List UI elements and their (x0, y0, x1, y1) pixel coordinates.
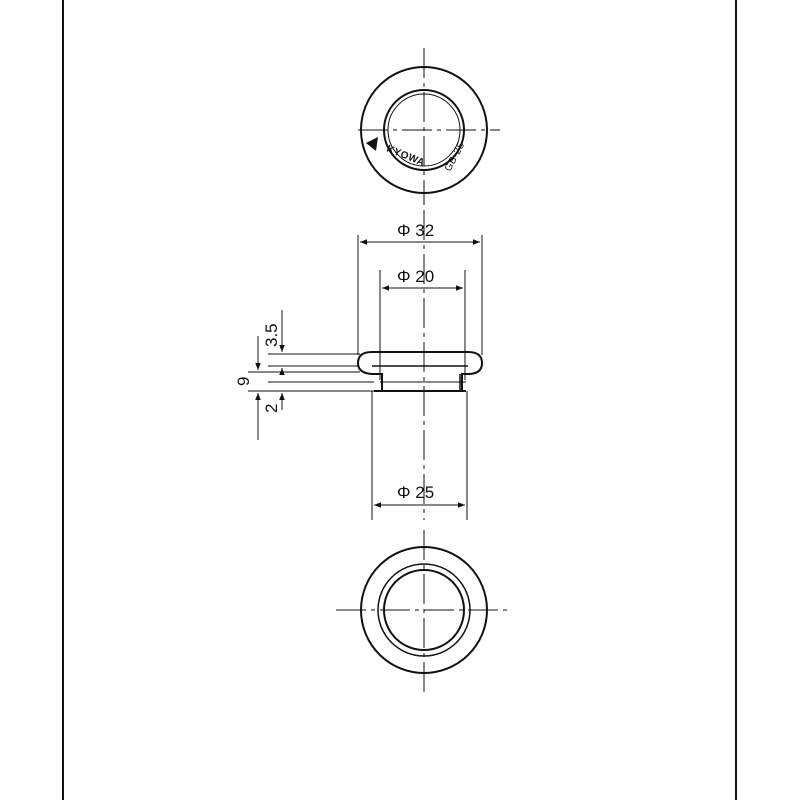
model-label: GB-25 (443, 141, 467, 174)
drawing-frame (62, 0, 737, 800)
dim-mounting-hole-diameter: Φ 25 (374, 483, 465, 508)
dim-inner-diameter: Φ 20 (379, 267, 466, 380)
kyowa-logo-icon (366, 137, 378, 151)
top-view-centerlines (358, 48, 500, 205)
dim-outer-diameter: Φ 32 (357, 221, 483, 355)
flange-thickness-label: 3.5 (262, 323, 281, 347)
mounting-hole-diameter-label: Φ 25 (397, 483, 434, 502)
inner-diameter-label: Φ 20 (397, 267, 434, 286)
top-view: KYOWA GB-25 (358, 48, 500, 205)
dim-vertical-group (248, 310, 374, 440)
side-view (356, 210, 484, 520)
outer-diameter-label: Φ 32 (397, 221, 434, 240)
total-height-label: 9 (234, 377, 253, 386)
lip-thickness-label: 2 (262, 404, 281, 413)
bottom-view (336, 530, 510, 695)
bottom-view-centerlines (336, 530, 510, 695)
